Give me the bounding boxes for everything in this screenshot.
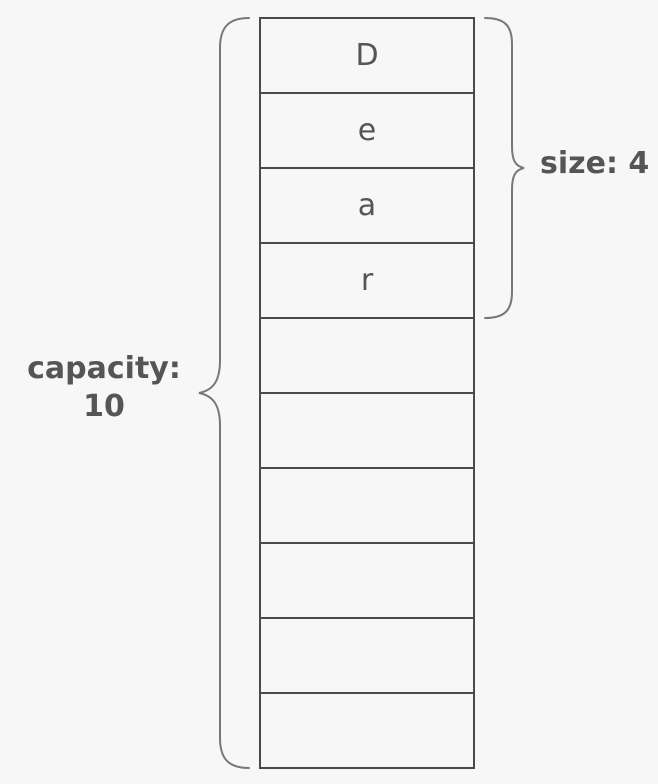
array-cell-9 bbox=[261, 694, 473, 767]
array-cell-0: D bbox=[261, 19, 473, 94]
array-cell-0-value: D bbox=[355, 38, 379, 73]
array-cell-7 bbox=[261, 544, 473, 619]
capacity-label: capacity: 10 bbox=[20, 350, 188, 426]
array-cell-2: a bbox=[261, 169, 473, 244]
array-cell-6 bbox=[261, 469, 473, 544]
size-label: size: 4 bbox=[540, 146, 650, 181]
array-cell-3: r bbox=[261, 244, 473, 319]
array-cell-2-value: a bbox=[357, 188, 377, 223]
capacity-label-line-1: capacity: bbox=[27, 351, 181, 386]
capacity-label-line-2: 10 bbox=[83, 389, 125, 424]
array-cell-4 bbox=[261, 319, 473, 394]
size-brace bbox=[484, 17, 525, 319]
array-cell-1: e bbox=[261, 94, 473, 169]
array-cell-8 bbox=[261, 619, 473, 694]
array-cell-1-value: e bbox=[357, 113, 377, 148]
array-stack: D e a r bbox=[259, 17, 475, 769]
array-cell-3-value: r bbox=[360, 263, 374, 298]
array-cell-5 bbox=[261, 394, 473, 469]
capacity-brace bbox=[198, 17, 250, 769]
